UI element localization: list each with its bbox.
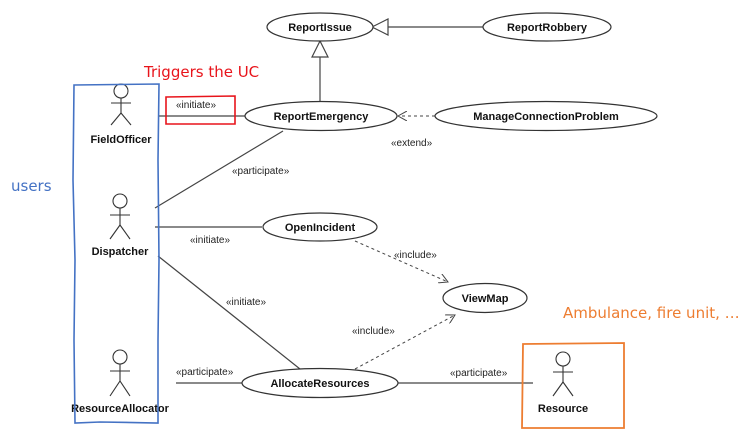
assoc-dispatcher-reportemergency	[154, 130, 284, 209]
use-case-allocate-resources[interactable]: AllocateResources	[241, 367, 399, 399]
use-case-label: OpenIncident	[285, 222, 356, 234]
use-case-report-robbery[interactable]: ReportRobbery	[482, 12, 612, 42]
actor-dispatcher[interactable]: Dispatcher	[92, 193, 150, 258]
stick-figure-icon	[109, 193, 131, 240]
use-case-view-map[interactable]: ViewMap	[442, 282, 528, 314]
stereotype-label: «participate»	[450, 368, 508, 379]
actor-resource[interactable]: Resource	[538, 351, 588, 415]
use-case-label: ReportRobbery	[507, 22, 588, 34]
trigger-highlight-box	[165, 95, 236, 125]
use-case-report-emergency[interactable]: ReportEmergency	[244, 100, 398, 132]
use-case-label: ReportEmergency	[274, 111, 370, 123]
use-case-label: ReportIssue	[288, 22, 352, 34]
use-case-label: ViewMap	[462, 293, 509, 305]
use-case-label: ManageConnectionProblem	[473, 111, 619, 123]
stereotype-label: «include»	[394, 250, 437, 261]
actor-label: FieldOfficer	[90, 134, 152, 146]
stick-figure-icon	[109, 349, 131, 397]
generalization-emergency-to-issue	[311, 39, 329, 102]
use-case-open-incident[interactable]: OpenIncident	[262, 212, 378, 242]
stereotype-label: «participate»	[232, 166, 290, 177]
actor-resource-allocator[interactable]: ResourceAllocator	[71, 349, 170, 415]
resources-annotation: Ambulance, fire unit, …	[563, 304, 740, 322]
actor-field-officer[interactable]: FieldOfficer	[90, 83, 152, 146]
users-annotation: users	[11, 177, 52, 195]
triggers-annotation: Triggers the UC	[143, 63, 259, 81]
actor-label: ResourceAllocator	[71, 403, 170, 415]
stereotype-label: «initiate»	[176, 100, 216, 111]
resource-highlight-box	[521, 342, 625, 429]
actor-label: Resource	[538, 403, 588, 415]
assoc-dispatcher-allocateresources	[157, 255, 301, 370]
include-allocateresources-viewmap	[354, 315, 455, 370]
stereotype-label: «participate»	[176, 367, 234, 378]
use-case-report-issue[interactable]: ReportIssue	[266, 12, 374, 42]
stereotype-label: «include»	[352, 326, 395, 337]
include-openincident-viewmap	[354, 240, 448, 282]
stick-figure-icon	[552, 351, 574, 397]
stereotype-label: «extend»	[391, 138, 433, 149]
use-case-label: AllocateResources	[270, 378, 369, 390]
stick-figure-icon	[110, 83, 132, 126]
stereotype-label: «initiate»	[190, 235, 230, 246]
actor-label: Dispatcher	[92, 246, 150, 258]
use-case-manage-connection-problem[interactable]: ManageConnectionProblem	[434, 100, 658, 132]
users-highlight-box	[72, 83, 160, 424]
stereotype-label: «initiate»	[226, 297, 266, 308]
generalization-robbery-to-issue	[370, 18, 483, 36]
